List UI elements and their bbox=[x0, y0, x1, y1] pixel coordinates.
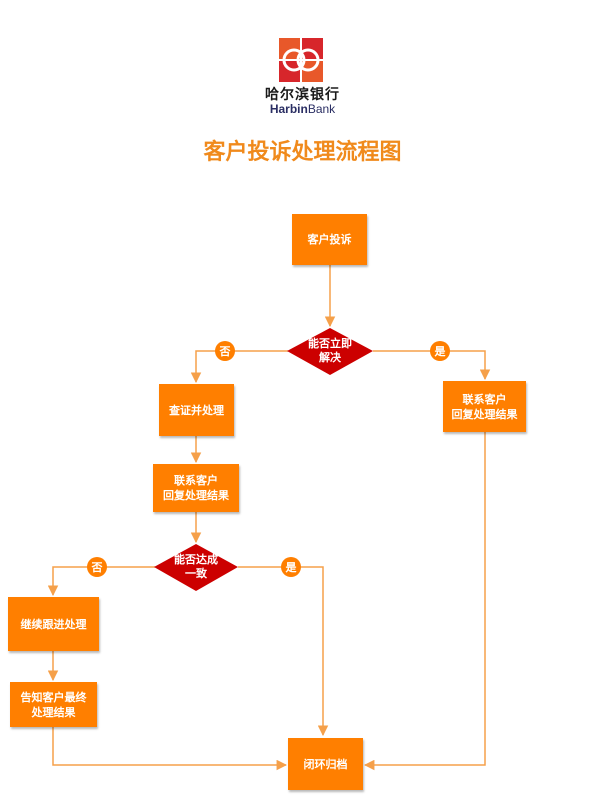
decision2-diamond bbox=[154, 544, 238, 591]
logo-name-en: HarbinBank bbox=[240, 102, 365, 116]
logo-name-en-bold: Harbin bbox=[269, 102, 308, 116]
decision1-label: 能否立即 解决 bbox=[308, 337, 352, 364]
decision2-no-badge: 否 bbox=[87, 557, 107, 577]
page-title: 客户投诉处理流程图 bbox=[203, 140, 402, 165]
decision1-no-badge: 否 bbox=[215, 341, 235, 361]
node-contact-reply-right: 联系客户 回复处理结果 bbox=[443, 381, 526, 432]
decision1-yes-badge: 是 bbox=[430, 341, 450, 361]
node-check-handle: 查证并处理 bbox=[159, 384, 234, 436]
logo-name-en-rest: Bank bbox=[307, 102, 336, 116]
edge-decision1-no bbox=[190, 350, 288, 384]
edge-decision1-yes bbox=[373, 350, 491, 381]
harbin-bank-logo-icon bbox=[279, 38, 323, 82]
edge-right-contact-to-close bbox=[363, 432, 486, 771]
edge-decision2-no bbox=[47, 566, 155, 597]
decision1-diamond bbox=[287, 328, 373, 375]
decision2-label: 能否达成 一致 bbox=[174, 553, 218, 580]
edge-notify-to-close bbox=[52, 727, 288, 771]
node-close-archive: 闭环归档 bbox=[288, 738, 363, 790]
edge-decision2-yes bbox=[238, 566, 329, 737]
logo-name-cn: 哈尔滨银行 bbox=[265, 87, 340, 103]
node-customer-complaint: 客户投诉 bbox=[292, 214, 367, 265]
node-notify-final: 告知客户最终 处理结果 bbox=[10, 682, 97, 727]
node-follow-up: 继续跟进处理 bbox=[8, 597, 99, 651]
node-contact-reply-left: 联系客户 回复处理结果 bbox=[153, 464, 239, 512]
decision2-yes-badge: 是 bbox=[281, 557, 301, 577]
